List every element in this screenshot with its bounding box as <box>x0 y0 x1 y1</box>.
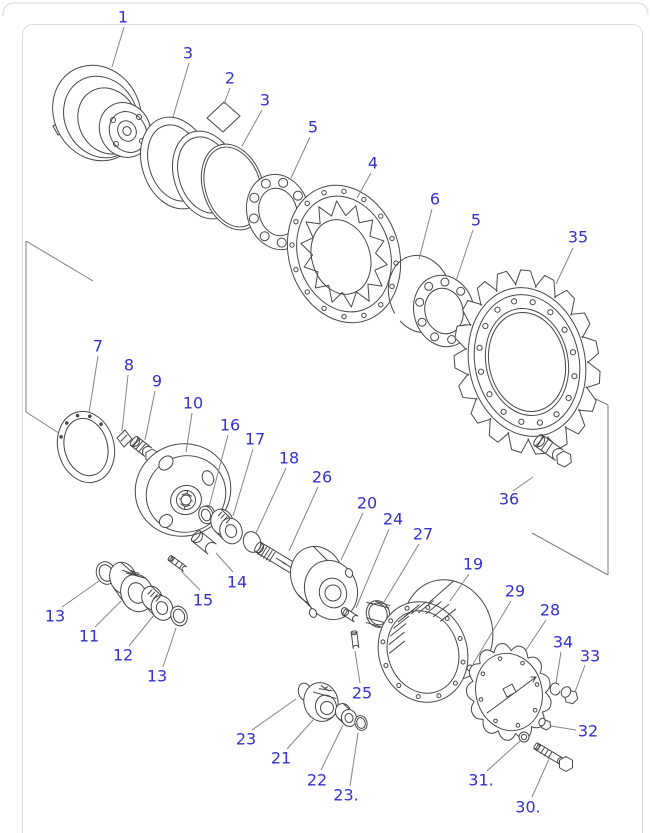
part-label-6[interactable]: 6 <box>430 190 440 209</box>
leader-lines <box>61 26 586 798</box>
part-label-22[interactable]: 22 <box>307 771 327 790</box>
part-label-11[interactable]: 11 <box>79 627 99 646</box>
part-label-29[interactable]: 29 <box>505 582 525 601</box>
part-label-13[interactable]: 13 <box>45 607 65 626</box>
part-label-5[interactable]: 5 <box>471 211 481 230</box>
part-label-27[interactable]: 27 <box>413 525 433 544</box>
part-label-20[interactable]: 20 <box>357 494 377 513</box>
part-label-16[interactable]: 16 <box>220 416 240 435</box>
part-label-13[interactable]: 13 <box>147 667 167 686</box>
part-label-21[interactable]: 21 <box>271 749 291 768</box>
part-label-23[interactable]: 23 <box>236 730 256 749</box>
part-label-4[interactable]: 4 <box>368 154 378 173</box>
parts-artwork <box>52 64 601 772</box>
part-label-30[interactable]: 30. <box>515 798 540 817</box>
part-label-9[interactable]: 9 <box>152 372 162 391</box>
part-label-3[interactable]: 3 <box>183 44 193 63</box>
part-label-31[interactable]: 31. <box>468 771 493 790</box>
part-label-5[interactable]: 5 <box>308 118 318 137</box>
part-label-28[interactable]: 28 <box>540 601 560 620</box>
part-label-18[interactable]: 18 <box>279 449 299 468</box>
part-label-24[interactable]: 24 <box>383 510 403 529</box>
part-label-14[interactable]: 14 <box>227 573 247 592</box>
part-label-8[interactable]: 8 <box>124 356 134 375</box>
part-label-19[interactable]: 19 <box>463 555 483 574</box>
part-labels: 1323546535367891016171826202427192928343… <box>45 8 600 817</box>
part-label-17[interactable]: 17 <box>245 430 265 449</box>
part-label-32[interactable]: 32 <box>578 722 598 741</box>
part-label-23[interactable]: 23. <box>333 786 358 805</box>
part-label-35[interactable]: 35 <box>568 228 588 247</box>
part-label-33[interactable]: 33 <box>580 647 600 666</box>
part-label-10[interactable]: 10 <box>183 394 203 413</box>
part-label-34[interactable]: 34 <box>553 633 573 652</box>
part-label-2[interactable]: 2 <box>225 69 235 88</box>
top-rule <box>2 2 649 17</box>
part-label-12[interactable]: 12 <box>113 646 133 665</box>
part-label-25[interactable]: 25 <box>352 684 372 703</box>
detail-boundary-lines <box>25 240 609 576</box>
part-label-1[interactable]: 1 <box>118 8 128 27</box>
part-label-26[interactable]: 26 <box>312 468 332 487</box>
part-label-7[interactable]: 7 <box>93 337 103 356</box>
part-label-15[interactable]: 15 <box>193 591 213 610</box>
part-label-3[interactable]: 3 <box>260 91 270 110</box>
part-label-36[interactable]: 36 <box>499 490 519 509</box>
